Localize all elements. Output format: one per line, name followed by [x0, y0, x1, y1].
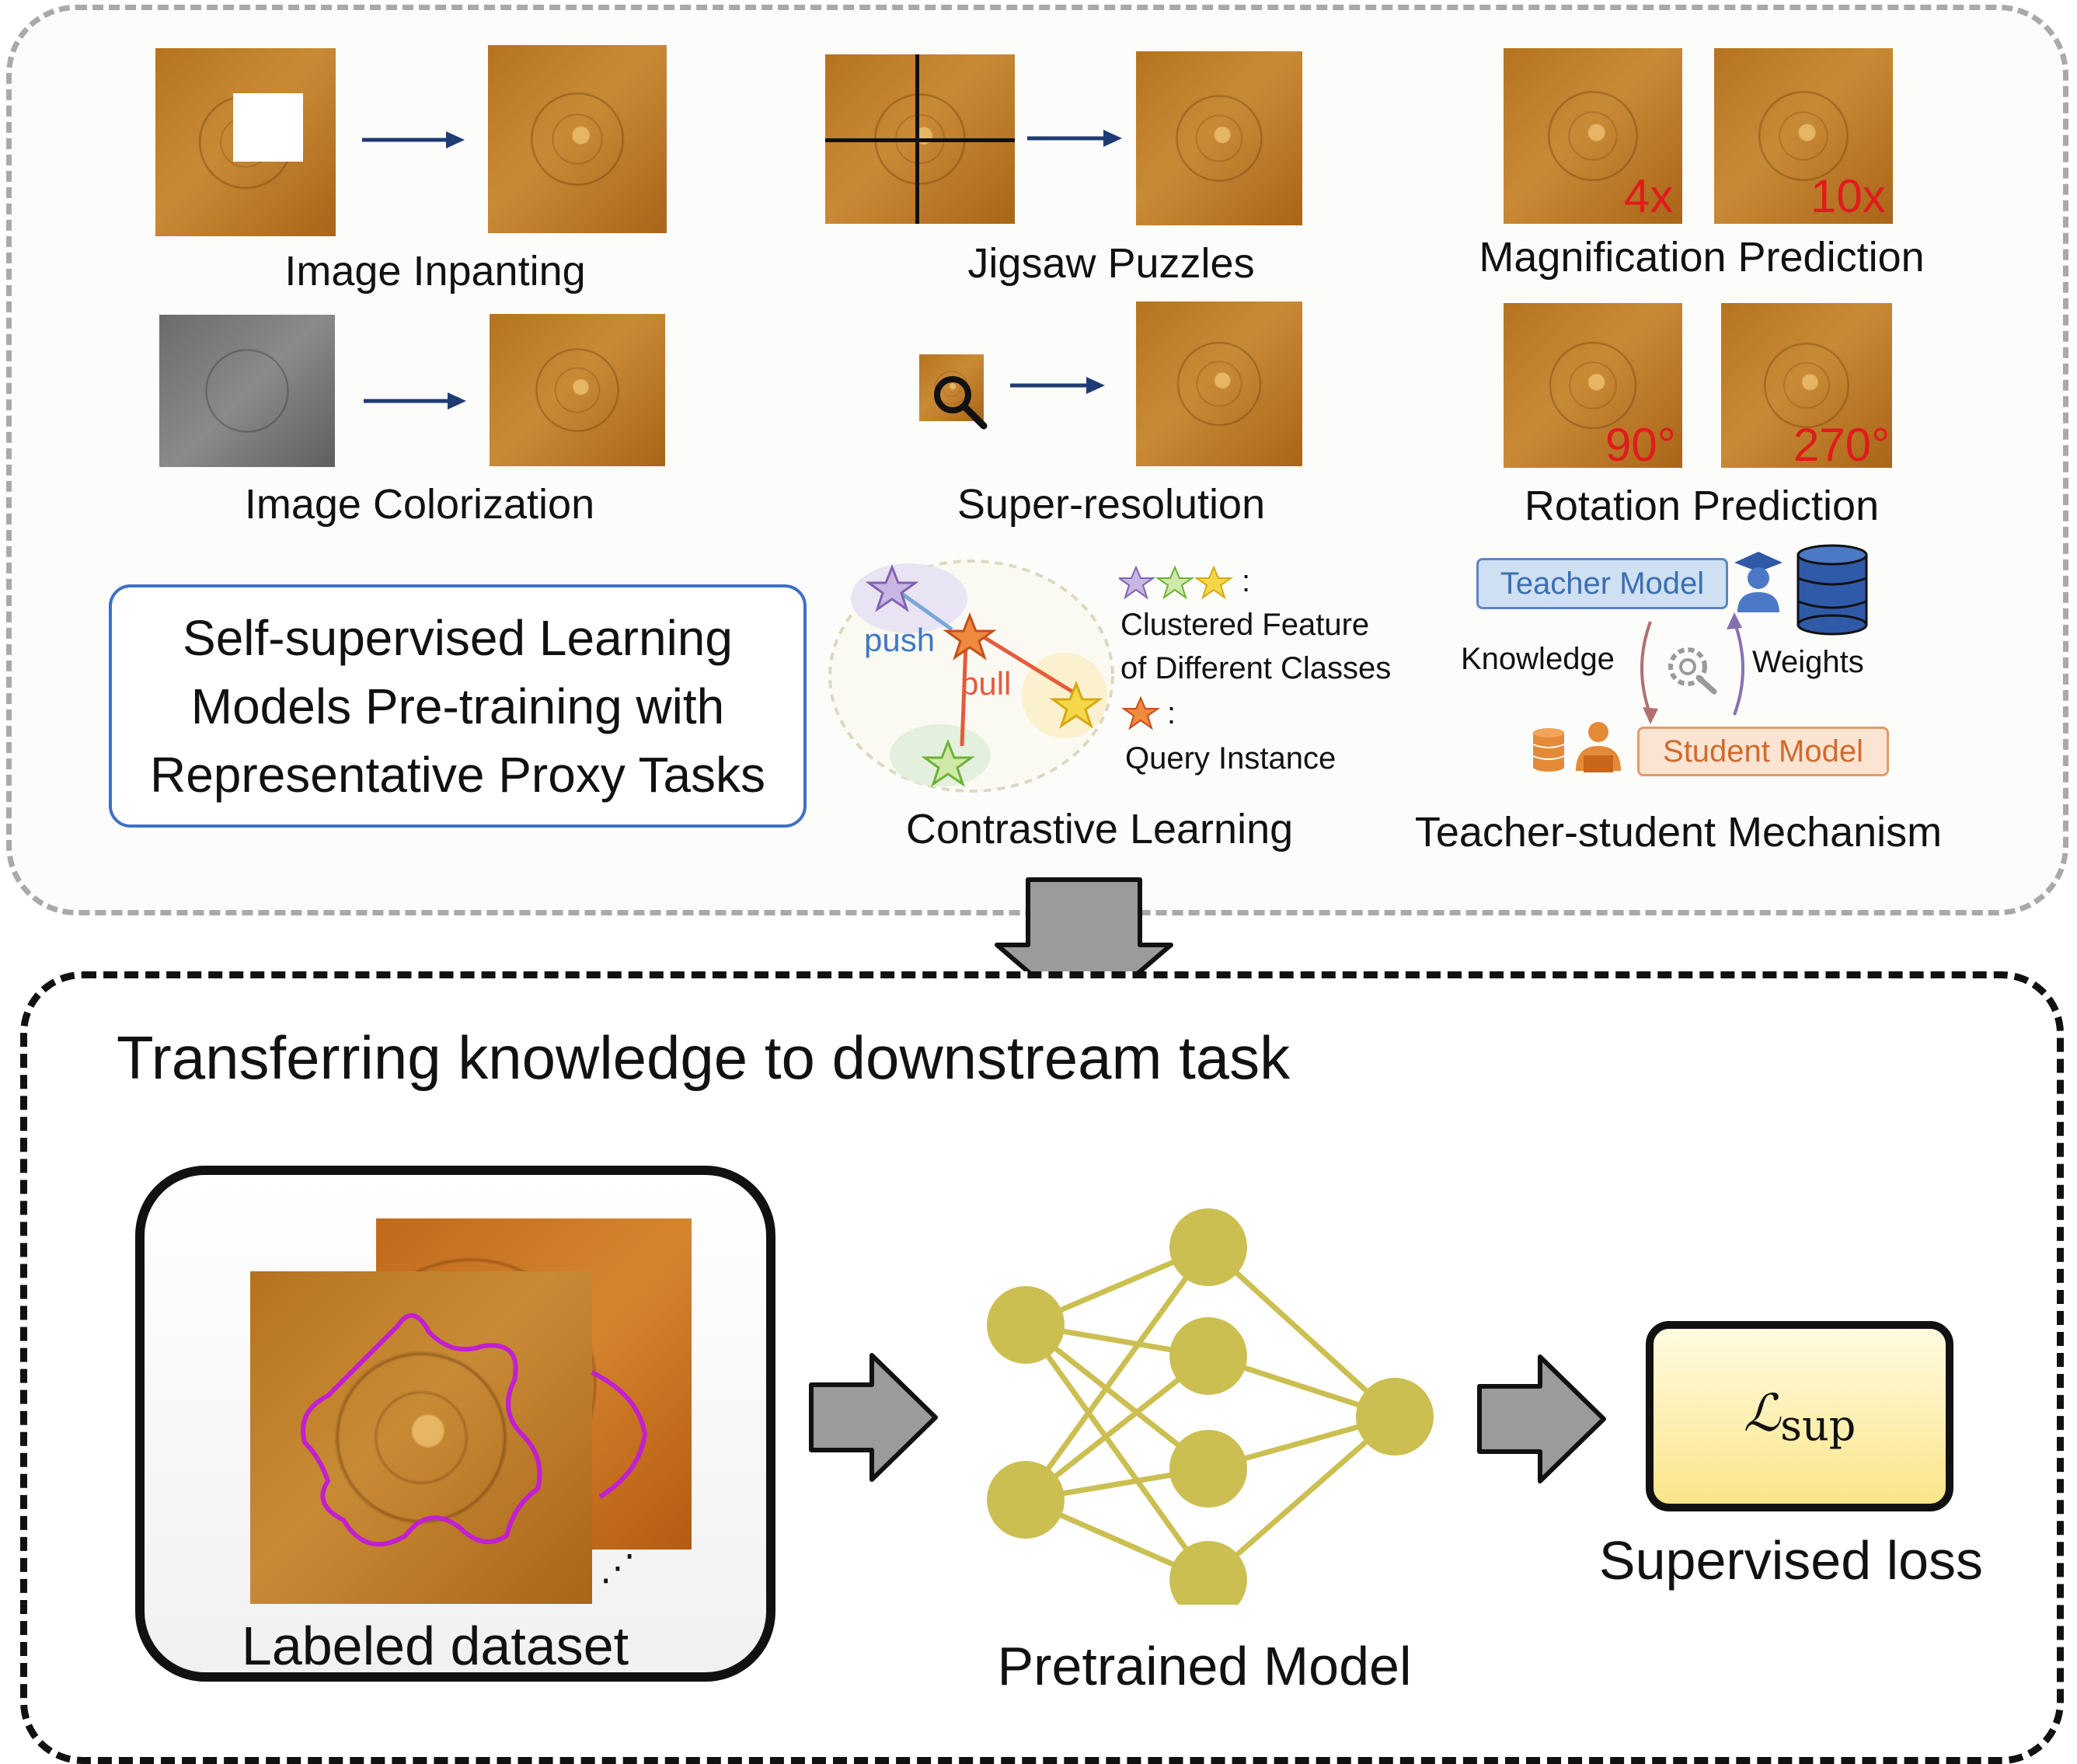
jigsaw-arrow	[1027, 130, 1122, 147]
clustered-feature-line1: Clustered Feature	[1120, 608, 1370, 642]
clustered-feature-line2: of Different Classes	[1120, 651, 1392, 685]
magnifier-icon	[934, 376, 988, 430]
exchange-arrows	[1640, 612, 1744, 724]
nn-hidden-node-2	[1169, 1317, 1247, 1395]
nn-input-node-2	[987, 1461, 1065, 1539]
lesion-contour	[301, 1313, 648, 1547]
nn-hidden-node-4	[1169, 1541, 1247, 1605]
student-icon	[1576, 722, 1621, 772]
super-resolution-label: Super-resolution	[957, 481, 1266, 528]
pretrained-model-label: Pretrained Model	[997, 1636, 1412, 1696]
loss-symbol: ℒ	[1743, 1382, 1781, 1443]
supervised-loss-box: ℒsup	[1646, 1321, 1953, 1511]
inpainting-arrow	[362, 131, 465, 148]
dataset-ellipsis: ⋰	[600, 1547, 636, 1588]
contrastive-label: Contrastive Learning	[905, 806, 1294, 852]
neural-network	[987, 1208, 1434, 1605]
loss-formula: ℒsup	[1744, 1383, 1856, 1450]
contrastive-diagram	[828, 560, 1114, 793]
query-instance-label: Query Instance	[1125, 741, 1336, 776]
rotation-mark-270: 270°	[1793, 419, 1891, 471]
model-to-loss-arrow	[1477, 1354, 1606, 1483]
pull-label: pull	[960, 665, 1012, 702]
colorization-label: Image Colorization	[244, 481, 595, 528]
magnification-image-4x	[1504, 48, 1682, 224]
knowledge-label: Knowledge	[1461, 642, 1615, 676]
feature-stars-colon: :	[1242, 564, 1251, 598]
inpainting-label: Image Inpanting	[284, 248, 586, 295]
query-star-colon: :	[1167, 696, 1176, 730]
teacher-model-box: Teacher Model	[1476, 558, 1728, 609]
nn-input-node-1	[987, 1286, 1065, 1364]
ssl-line-1: Self-supervised Learning	[183, 609, 733, 666]
database-icon	[1796, 544, 1868, 636]
colorization-color-image	[490, 314, 665, 466]
magnification-label: Magnification Prediction	[1479, 234, 1925, 281]
supervised-loss-label: Supervised loss	[1598, 1530, 1984, 1591]
labeled-dataset-label: Labeled dataset	[241, 1616, 629, 1676]
jigsaw-label: Jigsaw Puzzles	[967, 240, 1255, 287]
super-resolution-arrow	[1010, 377, 1105, 394]
magnification-image-10x	[1714, 48, 1893, 224]
ssl-line-3: Representative Proxy Tasks	[149, 746, 766, 803]
magnification-mark-4x: 4x	[1624, 170, 1674, 222]
student-database-icon	[1532, 728, 1565, 772]
rotation-image-270	[1721, 303, 1892, 468]
nn-hidden-node-1	[1169, 1208, 1247, 1286]
ssl-summary-box: Self-supervised Learning Models Pre-trai…	[109, 584, 807, 828]
downstream-title: Transferring knowledge to downstream tas…	[117, 1023, 1291, 1092]
weights-label: Weights	[1752, 645, 1864, 679]
jigsaw-solved-image	[1136, 51, 1302, 225]
nn-hidden-node-3	[1169, 1430, 1247, 1508]
ssl-line-2: Models Pre-training with	[190, 678, 725, 734]
inpainting-restored-image	[488, 45, 667, 233]
loss-subscript: sup	[1780, 1400, 1856, 1450]
teacher-student-label: Teacher-student Mechanism	[1414, 809, 1943, 856]
feature-stars-icon	[1119, 566, 1234, 600]
nn-output-node	[1356, 1378, 1434, 1455]
inpainting-mask-square	[233, 93, 303, 162]
dataset-to-model-arrow	[809, 1353, 938, 1482]
colorization-arrow	[364, 392, 466, 410]
push-label: push	[864, 622, 936, 658]
gear-search-icon	[1668, 647, 1717, 695]
rotation-mark-90: 90°	[1605, 419, 1676, 471]
dataset-front-image	[250, 1271, 592, 1604]
colorization-gray-image	[159, 315, 335, 467]
magnification-mark-10x: 10x	[1810, 170, 1886, 222]
jigsaw-grid-horizontal	[825, 138, 1015, 142]
rotation-image-90	[1504, 303, 1682, 468]
super-resolution-large-image	[1136, 302, 1302, 466]
student-model-box: Student Model	[1637, 727, 1889, 776]
rotation-label: Rotation Prediction	[1524, 483, 1880, 529]
query-star-icon	[1122, 696, 1161, 730]
teacher-icon	[1734, 552, 1783, 612]
